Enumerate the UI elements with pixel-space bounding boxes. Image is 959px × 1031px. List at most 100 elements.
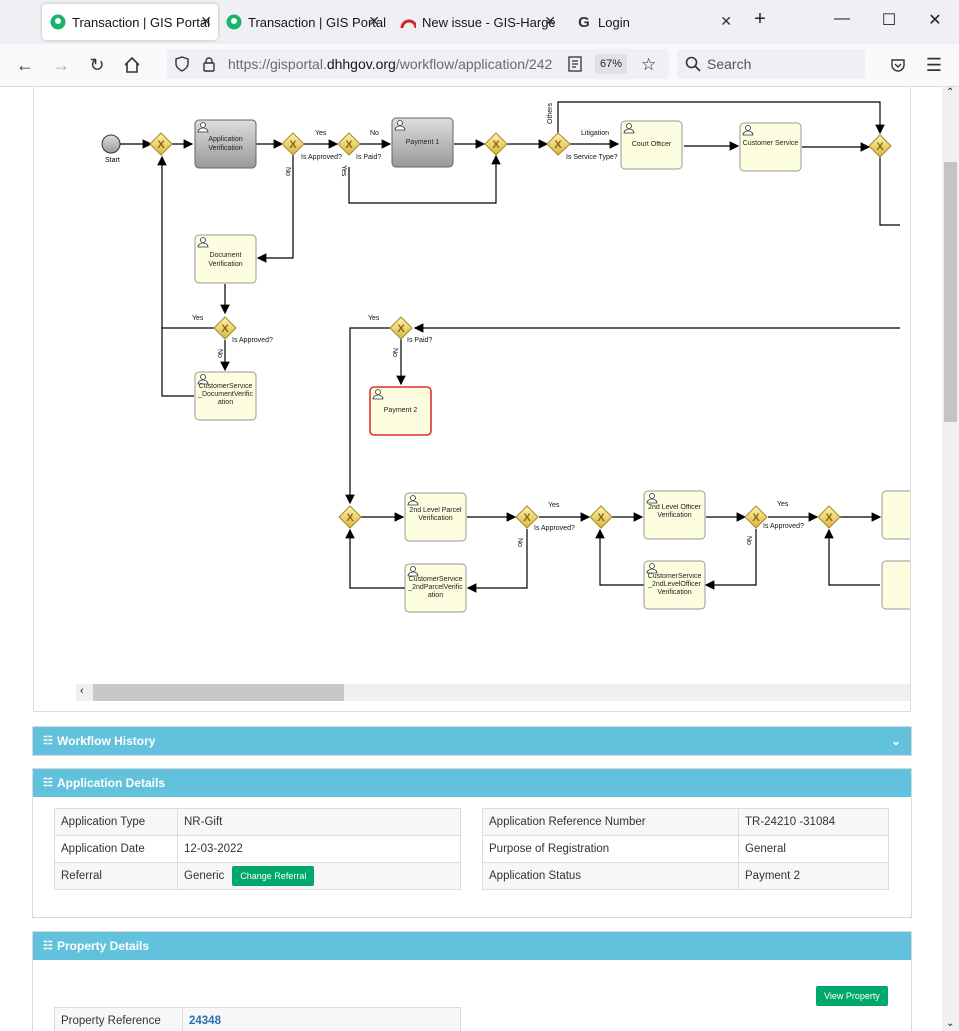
task-cs-document-verification[interactable]: [194, 371, 257, 421]
property-reference-link[interactable]: 24348: [182, 1007, 461, 1031]
shield-icon[interactable]: [174, 56, 190, 75]
task-2nd-level-officer-verification[interactable]: [643, 490, 706, 540]
svg-text:X: X: [554, 139, 562, 151]
field-label: Application Reference Number: [482, 808, 739, 836]
close-icon[interactable]: ✕: [544, 13, 556, 29]
workflow-history-header[interactable]: ☷ Workflow History ⌄: [33, 727, 911, 755]
gateway[interactable]: [389, 316, 413, 340]
scrollbar-thumb[interactable]: [944, 162, 957, 422]
address-bar[interactable]: https://gisportal.dhhgov.org/workflow/ap…: [167, 49, 669, 79]
bookmark-star-icon[interactable]: ☆: [641, 55, 657, 74]
tab-label: Login: [598, 14, 630, 30]
tab-transaction-2[interactable]: Transaction | GIS Portal ✕: [218, 4, 386, 40]
gateway[interactable]: [149, 132, 173, 156]
application-details-header[interactable]: ☷ Application Details: [33, 769, 911, 797]
gateway[interactable]: [484, 132, 508, 156]
svg-text:X: X: [345, 139, 353, 151]
close-icon[interactable]: ✕: [368, 13, 380, 29]
vertical-scrollbar[interactable]: ⌃ ⌄: [942, 87, 959, 1031]
gateway[interactable]: [744, 505, 768, 529]
issue-tracker-favicon: [400, 14, 416, 30]
panel-title: Application Details: [57, 776, 166, 790]
field-value: General: [738, 835, 889, 863]
task-partial-right[interactable]: [881, 490, 910, 540]
task-court-officer[interactable]: [620, 120, 683, 170]
gateway[interactable]: [589, 505, 613, 529]
horizontal-scrollbar[interactable]: ‹ ›: [76, 684, 910, 701]
tab-label: Transaction | GIS Portal: [72, 14, 211, 30]
task-label: Application Verification: [208, 136, 242, 152]
svg-text:Is Approved?: Is Approved?: [534, 525, 575, 532]
gateway[interactable]: [515, 505, 539, 529]
property-details-panel: ☷ Property Details View Property Propert…: [32, 931, 912, 1031]
task-partial-right[interactable]: [881, 560, 910, 610]
scrollbar-thumb[interactable]: [93, 684, 344, 701]
scroll-left-icon[interactable]: ‹: [80, 685, 84, 697]
gateway[interactable]: [213, 316, 237, 340]
gateway[interactable]: [868, 134, 892, 158]
svg-text:No: No: [216, 349, 223, 358]
new-tab-icon[interactable]: +: [754, 8, 766, 30]
menu-icon[interactable]: ☰: [925, 54, 943, 75]
gateway[interactable]: [338, 505, 362, 529]
tab-new-issue[interactable]: New issue - GIS-Harge ✕: [392, 4, 562, 40]
close-icon[interactable]: ✕: [720, 13, 732, 29]
svg-text:No: No: [516, 538, 523, 547]
back-icon[interactable]: ←: [16, 54, 34, 75]
task-payment-2[interactable]: [369, 386, 432, 436]
task-cs-2nd-parcel-verification[interactable]: [404, 563, 467, 613]
minimize-icon[interactable]: —: [834, 10, 850, 27]
start-event[interactable]: [101, 134, 121, 154]
tab-transaction-1[interactable]: Transaction | GIS Portal ✕: [42, 4, 218, 40]
search-placeholder: Search: [707, 56, 752, 72]
svg-text:Is Approved?: Is Approved?: [232, 337, 273, 344]
tab-login[interactable]: G Login ✕: [568, 4, 738, 40]
reader-view-icon[interactable]: [568, 56, 582, 75]
maximize-icon[interactable]: ☐: [881, 12, 897, 29]
window-close-icon[interactable]: ✕: [928, 12, 942, 29]
workflow-history-panel[interactable]: ☷ Workflow History ⌄: [32, 726, 912, 756]
task-label: Court Officer: [632, 141, 672, 148]
svg-text:Others: Others: [547, 102, 554, 124]
svg-text:Is Approved?: Is Approved?: [301, 154, 342, 161]
login-favicon: G: [578, 13, 590, 31]
task-customer-service[interactable]: [739, 122, 802, 172]
svg-text:X: X: [492, 139, 500, 151]
chevron-down-icon[interactable]: ⌄: [890, 734, 901, 748]
task-2nd-level-parcel-verification[interactable]: [404, 492, 467, 542]
gateway[interactable]: [337, 132, 361, 156]
gateway[interactable]: [817, 505, 841, 529]
field-label: Application Date: [54, 835, 178, 863]
svg-text:Yes: Yes: [548, 502, 560, 509]
svg-text:Yes: Yes: [340, 165, 347, 177]
reload-icon[interactable]: ↻: [89, 54, 105, 75]
close-icon[interactable]: ✕: [200, 13, 212, 29]
scroll-up-icon[interactable]: ⌃: [946, 87, 955, 98]
scroll-down-icon[interactable]: ⌄: [946, 1018, 955, 1029]
gateway[interactable]: [546, 132, 571, 156]
home-icon[interactable]: [121, 54, 143, 76]
tab-label: New issue - GIS-Harge: [422, 14, 556, 30]
task-document-verification[interactable]: [194, 234, 257, 284]
pocket-icon[interactable]: [887, 54, 909, 76]
property-details-header[interactable]: ☷ Property Details: [33, 932, 911, 960]
task-cs-2nd-level-officer-verification[interactable]: [643, 560, 706, 610]
lock-icon[interactable]: [202, 56, 216, 75]
zoom-level[interactable]: 67%: [595, 54, 627, 74]
svg-text:X: X: [876, 141, 884, 153]
task-label: CustomerService_2ndParcelVerification: [408, 576, 462, 599]
gateway[interactable]: [281, 132, 305, 156]
forward-icon[interactable]: →: [52, 54, 70, 75]
view-property-button[interactable]: View Property: [816, 986, 888, 1006]
change-referral-button[interactable]: Change Referral: [232, 866, 315, 886]
task-application-verification[interactable]: [194, 119, 257, 169]
task-payment-1[interactable]: [391, 117, 454, 168]
task-label: CustomerService_2ndLevelOfficerVerificat…: [648, 573, 702, 596]
svg-text:Yes: Yes: [777, 501, 789, 508]
search-input[interactable]: Search: [677, 49, 865, 79]
field-label: Property Reference: [54, 1007, 183, 1031]
url-text[interactable]: https://gisportal.dhhgov.org/workflow/ap…: [228, 56, 553, 72]
